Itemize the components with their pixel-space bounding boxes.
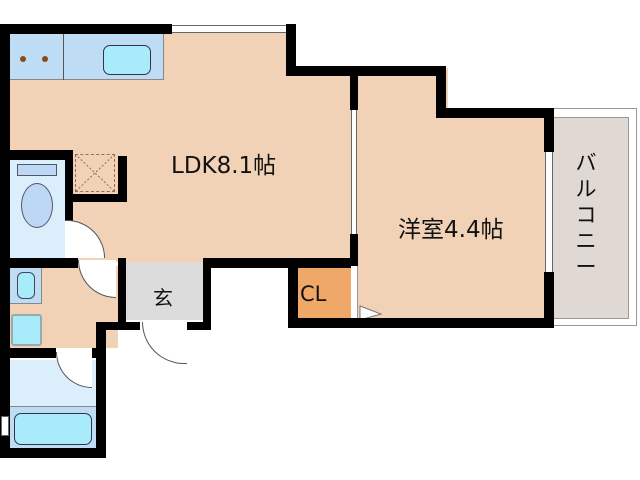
- stove-burner-icon: [42, 56, 48, 62]
- storage-x-icon: [75, 154, 115, 192]
- wall: [206, 258, 356, 268]
- wall: [0, 258, 78, 268]
- wall: [0, 150, 72, 160]
- western-room-floor-right: [440, 108, 548, 318]
- western-room-label: 洋室4.4帖: [398, 217, 504, 243]
- wall: [436, 66, 446, 110]
- stove-burner-icon: [20, 56, 26, 62]
- ldk-label: LDK8.1帖: [171, 153, 277, 179]
- wall: [118, 156, 127, 202]
- interior-window: [351, 110, 357, 234]
- western-room-floor: [358, 68, 448, 318]
- closet: [296, 266, 351, 319]
- wall: [286, 24, 296, 76]
- wall: [96, 322, 106, 458]
- wall: [350, 234, 358, 266]
- balcony-window: [545, 152, 553, 272]
- wall: [0, 24, 172, 34]
- kitchen-divider: [63, 30, 64, 80]
- wall: [350, 66, 358, 110]
- entrance-floor: [125, 262, 203, 320]
- wall: [118, 258, 126, 328]
- washbasin-icon: [17, 272, 35, 299]
- wall: [544, 272, 554, 328]
- wall: [288, 262, 298, 328]
- closet-door-gap: [351, 266, 358, 318]
- wall: [0, 348, 56, 358]
- ldk-floor-right: [290, 68, 358, 262]
- wall: [0, 448, 106, 458]
- wall: [436, 108, 554, 118]
- wall: [203, 258, 211, 330]
- wall: [92, 348, 106, 358]
- wall: [0, 24, 10, 456]
- sink-icon: [103, 45, 151, 75]
- wall: [65, 194, 127, 202]
- closet-label: CL: [300, 282, 327, 306]
- wall: [544, 108, 554, 152]
- entrance-label: 玄: [153, 286, 173, 310]
- toilet-bowl-icon: [21, 183, 53, 228]
- storage-box: [75, 154, 115, 192]
- balcony-label: バルコニー: [575, 151, 597, 279]
- wall: [187, 322, 211, 330]
- washing-machine-icon: [11, 314, 42, 346]
- closet-door-triangle-icon: [359, 305, 383, 321]
- entrance-door[interactable]: [142, 322, 187, 364]
- window: [172, 25, 286, 33]
- wall: [286, 66, 446, 76]
- wall: [288, 318, 554, 328]
- bathtub-icon: [14, 413, 92, 445]
- toilet-tank-icon: [17, 164, 57, 176]
- wall: [65, 150, 73, 228]
- bath-window: [1, 416, 9, 436]
